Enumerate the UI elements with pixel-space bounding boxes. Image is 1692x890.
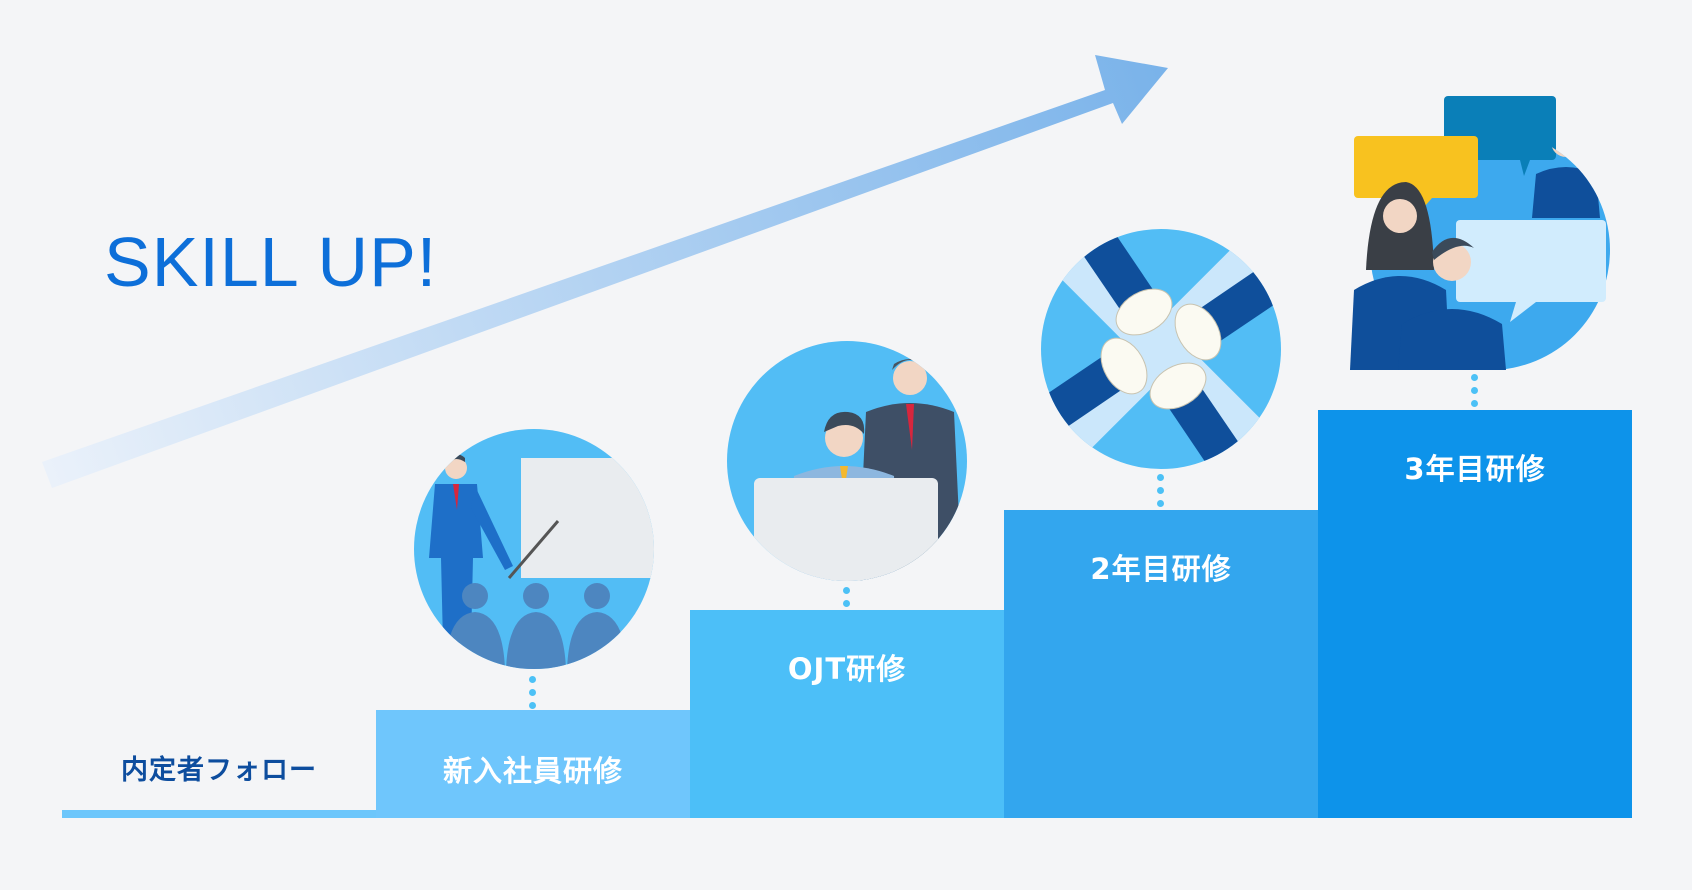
connector-dots [1157, 474, 1165, 513]
base-line [62, 810, 376, 818]
step-label-3nen: 3年目研修 [1318, 446, 1632, 488]
connector-dots [1471, 374, 1479, 413]
step-label-ojt: OJT研修 [690, 646, 1004, 688]
mentoring-icon [726, 340, 968, 582]
presentation-icon [413, 428, 655, 670]
teamwork-hands-icon [1040, 228, 1282, 470]
connector-dots [529, 676, 537, 715]
step-label-2nen: 2年目研修 [1004, 546, 1318, 588]
discussion-icon [1340, 90, 1620, 370]
step-ojt: OJT研修 [690, 610, 1004, 818]
step-3nen: 3年目研修 [1318, 410, 1632, 818]
step-2nen: 2年目研修 [1004, 510, 1318, 818]
step-label-naitei: 内定者フォロー [84, 748, 354, 787]
step-label-shinnyu: 新入社員研修 [376, 748, 690, 790]
step-shinnyu: 新入社員研修 [376, 710, 690, 818]
page-title: SKILL UP! [104, 222, 437, 302]
